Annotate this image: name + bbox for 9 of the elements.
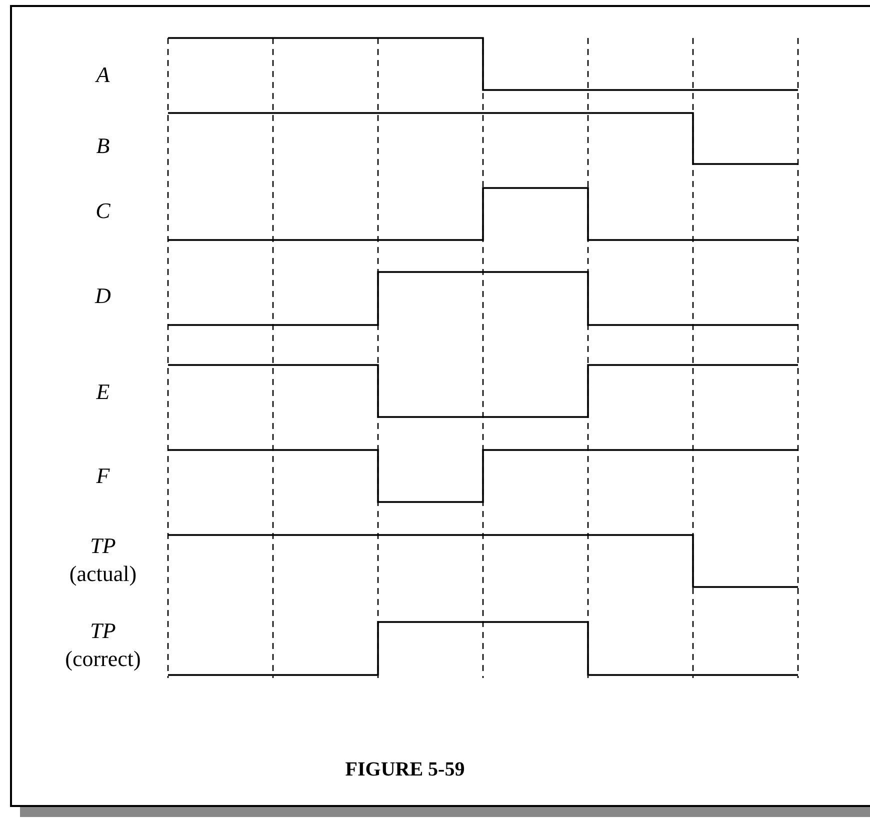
signal-label: E [95, 378, 111, 406]
figure-caption: FIGURE 5-59 [345, 758, 465, 782]
signal-label: B [95, 132, 111, 160]
signal-label: A [94, 61, 111, 89]
signal-label: F [95, 462, 111, 490]
signal-label: D [94, 282, 112, 310]
signal-label: C [94, 197, 112, 225]
signal-label: TP (correct) [64, 617, 142, 673]
signal-label: TP (actual) [68, 532, 138, 588]
